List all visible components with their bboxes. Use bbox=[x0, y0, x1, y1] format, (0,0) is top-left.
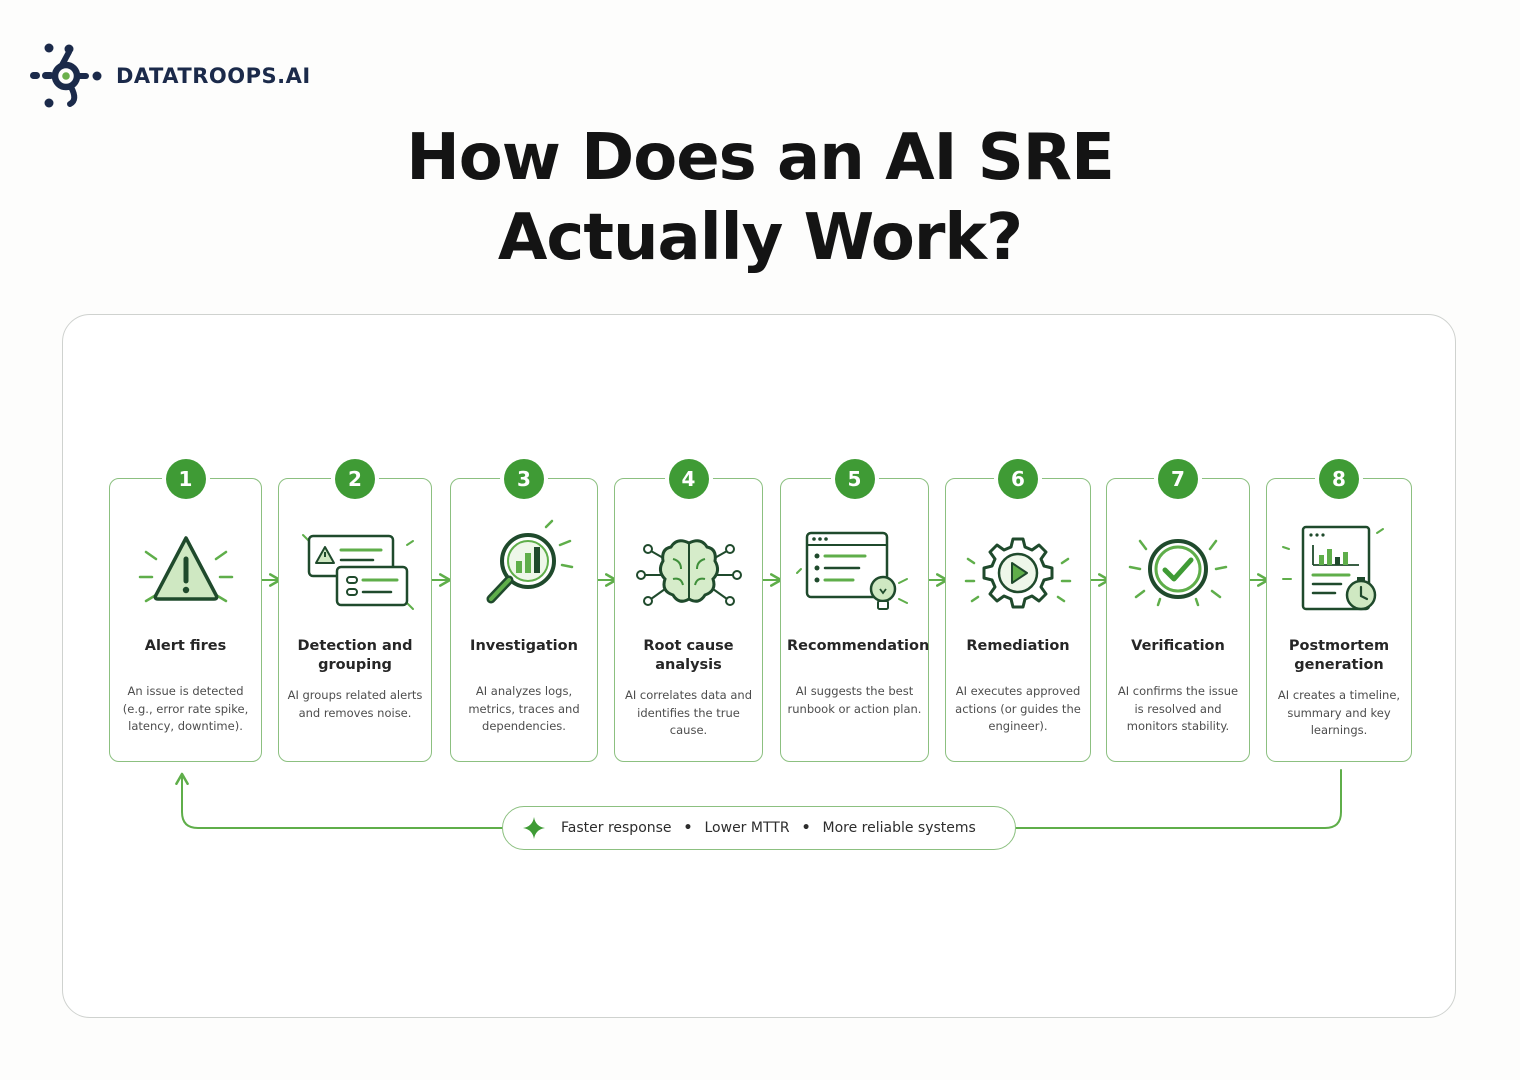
step-description: AI groups related alerts and removes noi… bbox=[287, 688, 423, 720]
warning-icon bbox=[138, 536, 233, 603]
datatroops-logo-icon bbox=[30, 43, 102, 108]
step-title: Remediation bbox=[966, 638, 1070, 654]
brand-name: DATATROOPS.AI bbox=[116, 64, 311, 88]
step-number-badge: 3 bbox=[504, 459, 544, 499]
benefits-pill: Faster response • Lower MTTR • More reli… bbox=[502, 806, 1016, 850]
brand-logo: DATATROOPS.AI bbox=[28, 42, 311, 110]
step-card-5: 5 Recommendation AI suggests the best ru… bbox=[780, 459, 930, 762]
magnifier-chart-icon bbox=[486, 519, 574, 604]
step-number-badge: 6 bbox=[998, 459, 1038, 499]
brain-network-icon bbox=[635, 539, 742, 606]
benefit-faster-response: Faster response bbox=[561, 820, 672, 836]
page-title: How Does an AI SRE Actually Work? bbox=[0, 118, 1520, 278]
step-card-3: 3 Investigation AI analyzes logs, metric… bbox=[450, 459, 598, 762]
check-circle-icon bbox=[1128, 539, 1228, 607]
page-title-line-1: How Does an AI SRE bbox=[406, 121, 1115, 195]
step-card-2: 2 Detection and grouping AI groups relat… bbox=[278, 459, 432, 762]
step-description: AI creates a timeline, summary and key l… bbox=[1277, 688, 1401, 737]
step-title: Postmortem generation bbox=[1288, 638, 1390, 673]
benefit-reliable-systems: More reliable systems bbox=[822, 820, 976, 836]
step-number-badge: 5 bbox=[834, 459, 875, 499]
benefit-lower-mttr: Lower MTTR bbox=[704, 820, 790, 836]
separator-dot: • bbox=[801, 820, 811, 836]
step-description: AI executes approved actions (or guides … bbox=[955, 684, 1081, 733]
alert-list-icon bbox=[302, 534, 414, 610]
report-clock-icon bbox=[1282, 525, 1384, 611]
step-card-1: 1 Alert fires An issue is detected (e.g.… bbox=[109, 459, 262, 762]
page-title-line-2: Actually Work? bbox=[497, 201, 1023, 275]
step-title: Investigation bbox=[470, 638, 578, 654]
step-title: Recommendation bbox=[787, 638, 930, 654]
step-card-6: 6 Remediation AI executes approved actio… bbox=[945, 459, 1091, 762]
step-description: AI suggests the best runbook or action p… bbox=[787, 684, 922, 716]
step-title: Detection and grouping bbox=[297, 638, 413, 673]
runbook-lightbulb-icon bbox=[795, 531, 908, 610]
step-card-4: 4 Root cause analysis AI correlates data… bbox=[614, 459, 763, 762]
step-description: AI correlates data and identifies the tr… bbox=[624, 688, 753, 737]
sparkle-icon bbox=[523, 817, 545, 839]
step-card-8: 8 Postmortem generation AI creates a tim… bbox=[1266, 459, 1412, 762]
step-title: Alert fires bbox=[144, 638, 227, 654]
step-description: An issue is detected (e.g., error rate s… bbox=[122, 684, 249, 733]
step-title: Root cause analysis bbox=[643, 638, 734, 673]
step-number-badge: 4 bbox=[668, 459, 709, 499]
separator-dot: • bbox=[683, 820, 693, 836]
gear-play-icon bbox=[964, 537, 1072, 609]
step-description: AI analyzes logs, metrics, traces and de… bbox=[468, 684, 580, 733]
step-number-badge: 2 bbox=[335, 459, 375, 499]
step-description: AI confirms the issue is resolved and mo… bbox=[1117, 684, 1239, 733]
step-title: Verification bbox=[1131, 638, 1225, 654]
step-card-7: 7 Verification AI confirms the issue is … bbox=[1106, 459, 1250, 762]
step-number-badge: 7 bbox=[1158, 459, 1198, 499]
step-number-badge: 8 bbox=[1319, 459, 1359, 499]
step-number-badge: 1 bbox=[165, 459, 206, 499]
